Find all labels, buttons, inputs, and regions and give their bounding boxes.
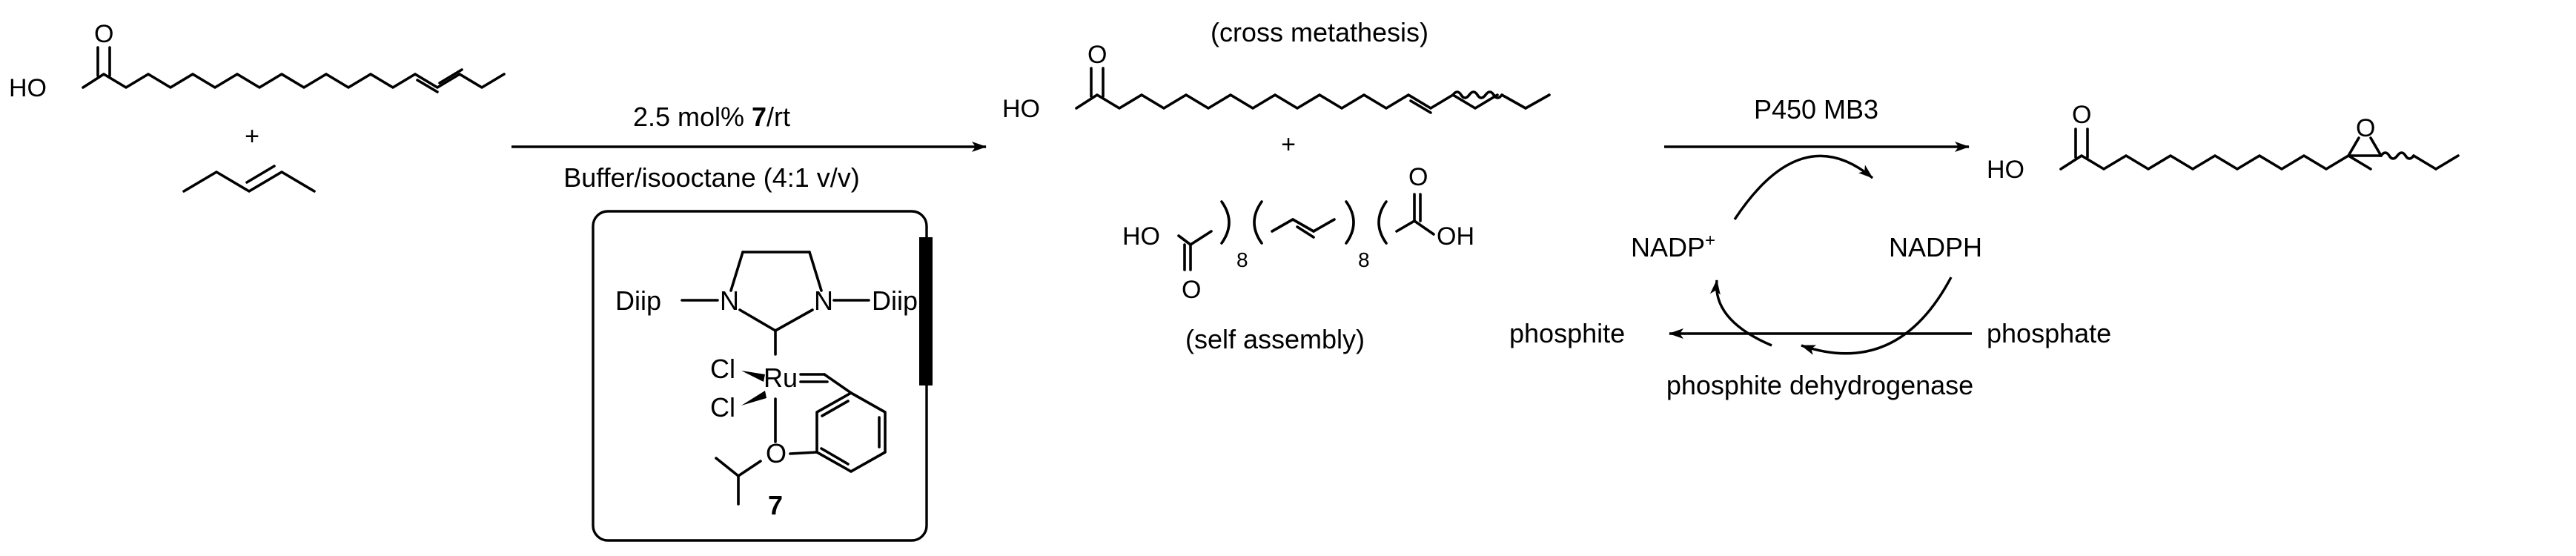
- catalyst-chloride-top: Cl: [710, 354, 735, 384]
- epoxide-oxygen-label: O: [2356, 114, 2375, 142]
- plus-sign-products: +: [1281, 130, 1296, 159]
- self-product-carbonyl-bottom: O: [1182, 276, 1201, 304]
- catalyst-chloride-bottom: Cl: [710, 392, 735, 423]
- self-product-hydroxyl-left: HO: [1122, 222, 1160, 251]
- self-product-carbonyl-top: O: [1408, 163, 1428, 191]
- solvent-conditions-label: Buffer/isooctane (4:1 v/v): [563, 162, 860, 193]
- epoxide-product-structure: [2059, 128, 2460, 171]
- self-product-repeat-left: 8: [1236, 248, 1248, 271]
- epoxide-product-carbonyl-label: O: [2072, 101, 2091, 129]
- epoxide-product-hydroxyl-label: HO: [1987, 156, 2024, 184]
- phosphite-dehydrogenase-label: phosphite dehydrogenase: [1666, 370, 1973, 400]
- cross-product-carbonyl-label: O: [1087, 41, 1107, 69]
- catalyst-box-shadow: [919, 237, 933, 385]
- undecenoic-acid-structure: [82, 46, 506, 93]
- catalyst-nitrogen-left: N: [720, 285, 739, 316]
- self-assembly-caption: (self assembly): [1185, 324, 1365, 354]
- catalyst-conditions-label: 2.5 mol% 7/rt: [633, 102, 790, 132]
- nadph-reduced-label: NADPH: [1889, 232, 1982, 262]
- reactant-hydroxyl-label: HO: [9, 74, 47, 102]
- phosphite-recycling-arrow: [1801, 277, 1953, 355]
- self-metathesis-product-structure: [1177, 193, 1435, 271]
- catalyst-diip-left: Diip: [615, 285, 661, 316]
- plus-sign-reactants: +: [245, 122, 259, 150]
- cross-metathesis-caption: (cross metathesis): [1211, 17, 1428, 47]
- self-product-hydroxyl-right: OH: [1437, 222, 1474, 251]
- phosphate-label: phosphate: [1987, 318, 2111, 348]
- catalyst-ruthenium-label: Ru: [764, 363, 798, 393]
- cofactor-regeneration-arrow: [1709, 279, 1772, 347]
- phosphite-label: phosphite: [1509, 318, 1625, 348]
- cross-product-hydroxyl-label: HO: [1002, 95, 1040, 123]
- catalyst-structure: [681, 251, 887, 506]
- catalyst-compound-number: 7: [768, 490, 783, 520]
- catalyst-diip-right: Diip: [872, 285, 918, 316]
- nadp-oxidized-label: NADP+: [1631, 231, 1715, 262]
- enzyme-label: P450 MB3: [1754, 94, 1878, 125]
- reactant-carbonyl-label: O: [94, 20, 113, 48]
- catalyst-nitrogen-right: N: [814, 285, 833, 316]
- self-product-repeat-right: 8: [1358, 248, 1370, 271]
- cross-metathesis-product-structure: [1075, 67, 1551, 114]
- catalyst-ether-oxygen: O: [766, 438, 787, 469]
- cofactor-reduction-arrow: [1733, 154, 1874, 220]
- hexene-structure: [182, 165, 316, 193]
